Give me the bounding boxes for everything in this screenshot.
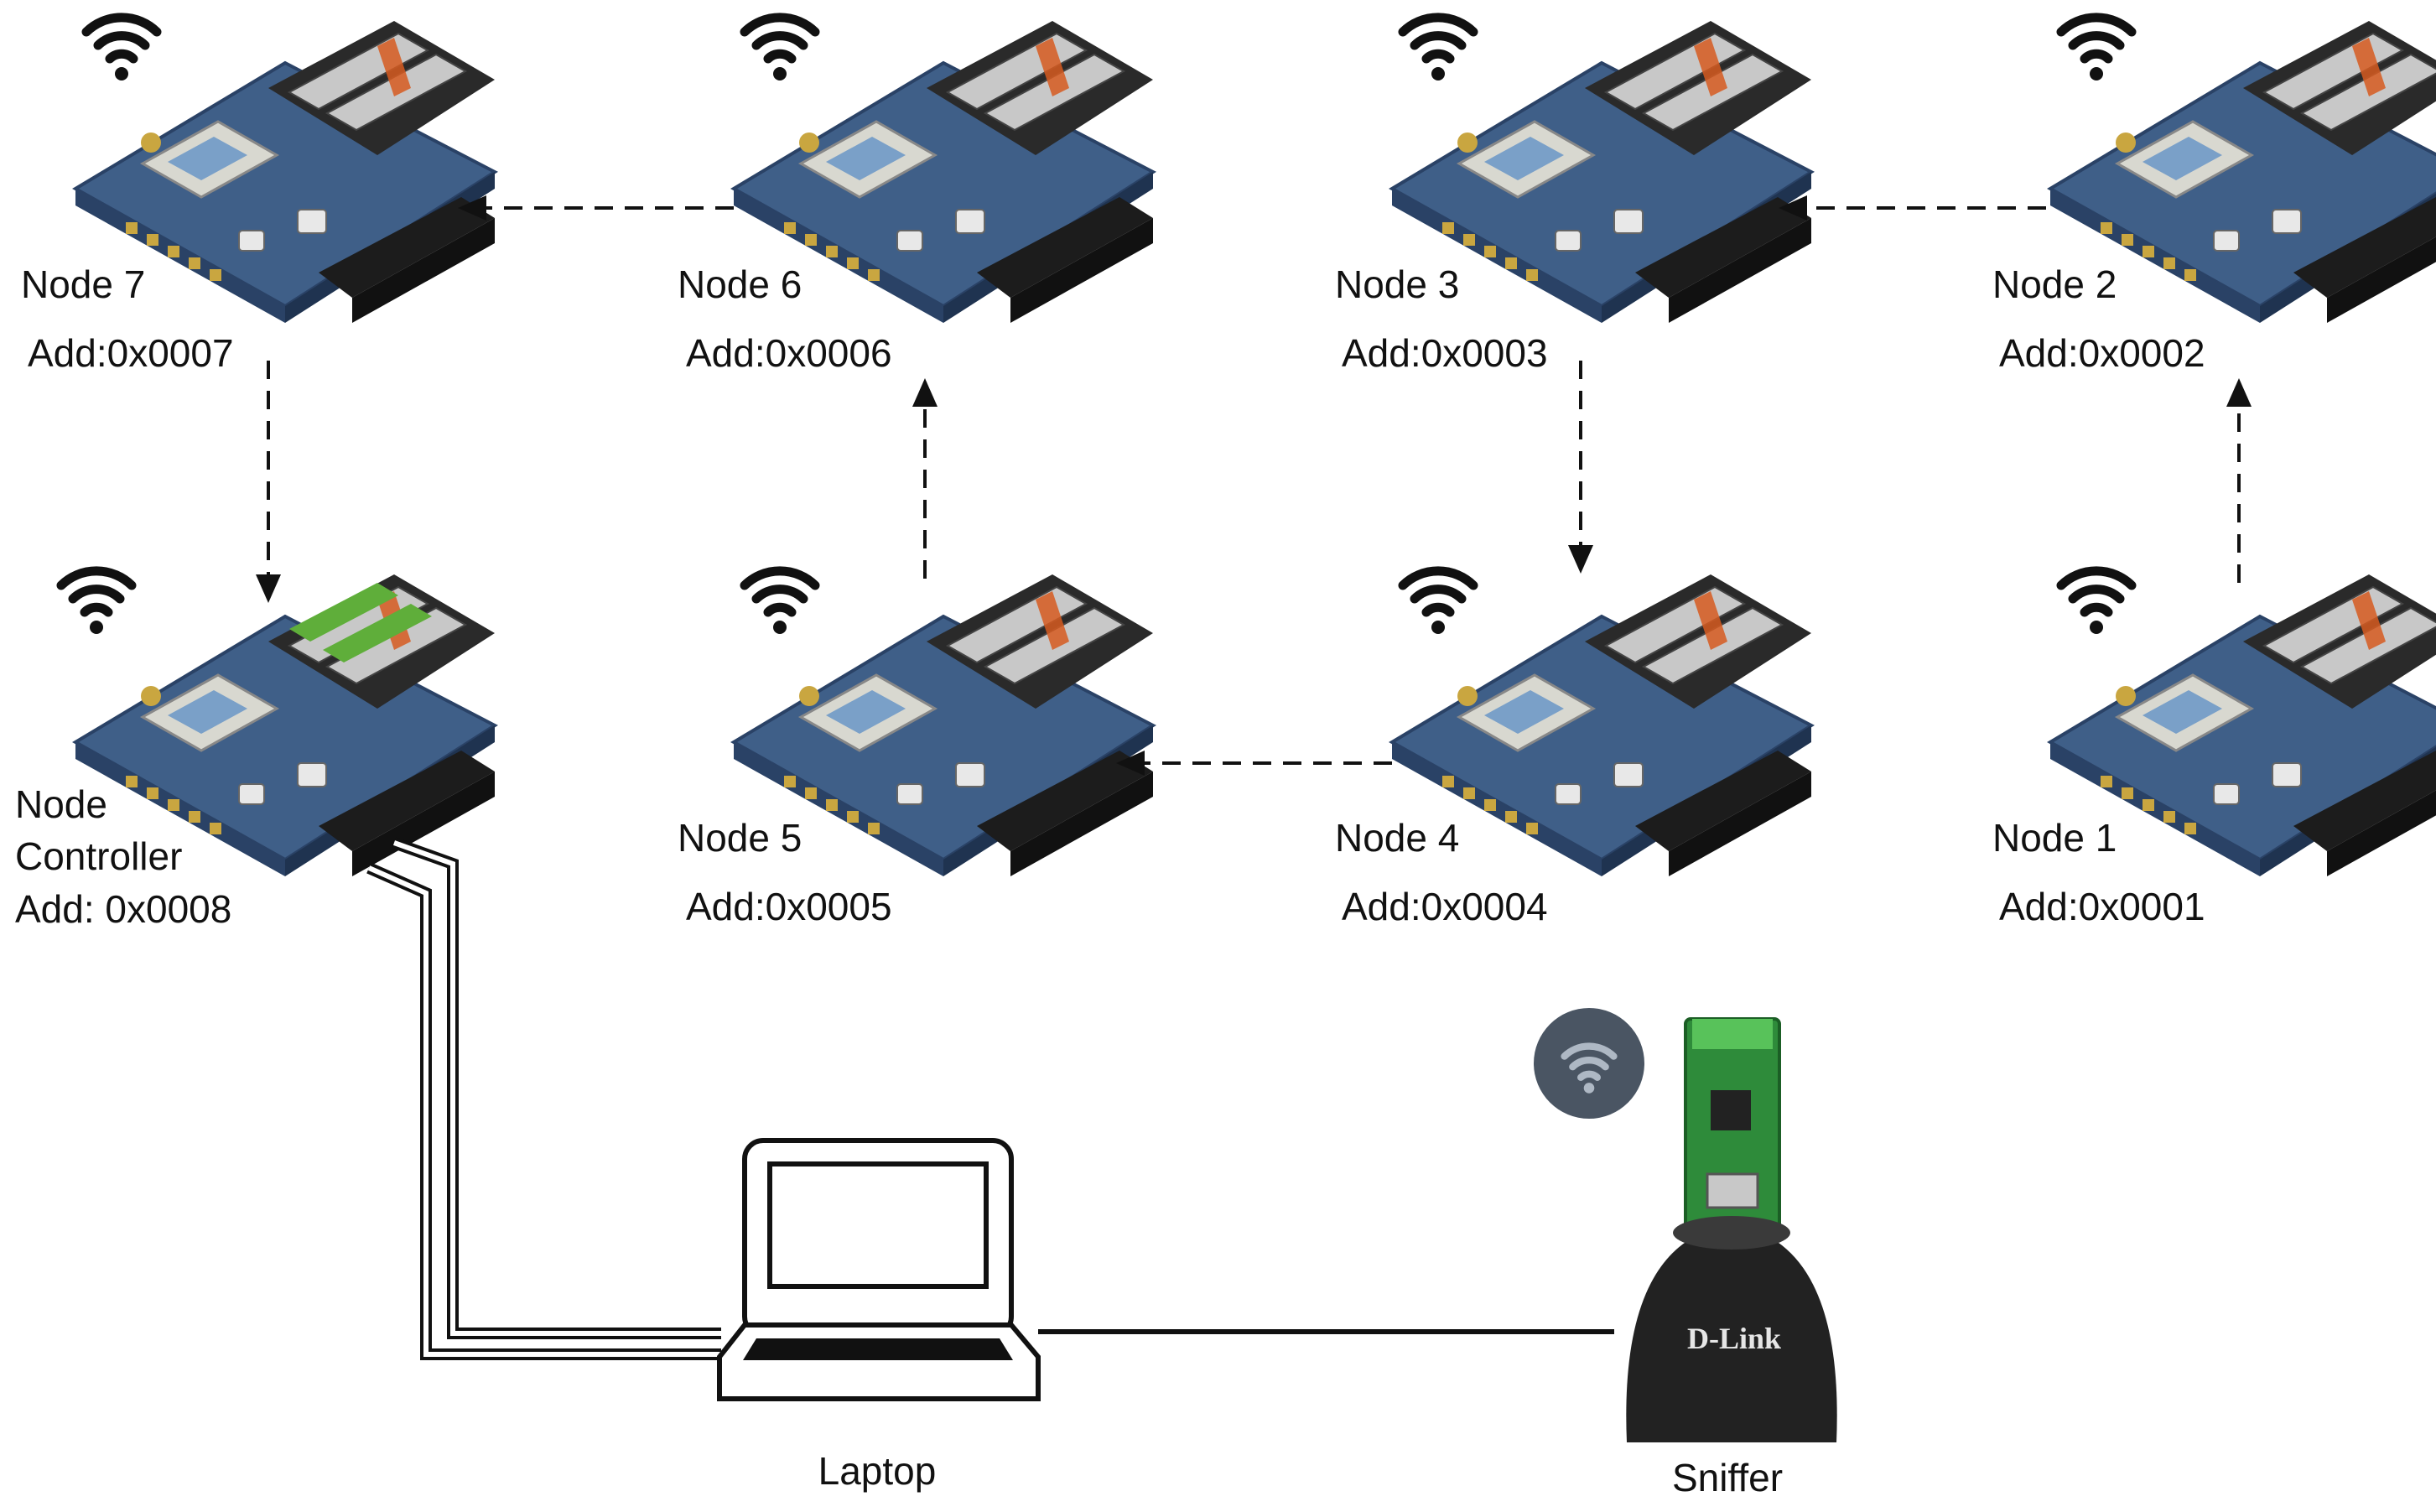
node-7: Node 7 Add:0x0007	[21, 18, 496, 375]
wifi-icon	[1403, 571, 1473, 634]
wifi-icon	[745, 571, 815, 634]
wifi-icon	[2061, 18, 2132, 81]
laptop-icon	[717, 1138, 1041, 1401]
node-label: Node 5	[678, 816, 802, 860]
sensor-board-image	[74, 573, 496, 878]
wifi-icon	[61, 571, 132, 634]
sniffer-brand-logo: D-Link	[1687, 1322, 1781, 1355]
node-label: Node 3	[1335, 262, 1459, 306]
node-address: Add: 0x0008	[15, 887, 231, 931]
node-6: Node 6 Add:0x0006	[678, 18, 1155, 375]
node-4: Node 4 Add:0x0004	[1335, 571, 1813, 928]
node-3: Node 3 Add:0x0003	[1335, 18, 1813, 375]
wifi-icon	[86, 18, 157, 81]
node-2: Node 2 Add:0x0002	[1992, 18, 2436, 375]
wifi-icon	[1403, 18, 1473, 81]
node-controller: Node Controller Add: 0x0008	[15, 571, 496, 931]
node-address: Add:0x0004	[1342, 885, 1548, 928]
cable-controller-to-laptop	[366, 837, 721, 1360]
node-address: Add:0x0007	[28, 331, 234, 375]
node-label: Node 1	[1992, 816, 2117, 860]
wifi-icon	[2061, 571, 2132, 634]
node-label: Node 6	[678, 262, 802, 306]
sniffer-device-image: D-Link	[1534, 1008, 1837, 1442]
wifi-icon	[745, 18, 815, 81]
node-5: Node 5 Add:0x0005	[678, 571, 1155, 928]
laptop-label: Laptop	[818, 1449, 937, 1493]
sniffer-label: Sniffer	[1672, 1456, 1783, 1499]
node-label: Node 4	[1335, 816, 1459, 860]
node-address: Add:0x0006	[686, 331, 892, 375]
node-label-line1: Node	[15, 782, 107, 826]
node-address: Add:0x0005	[686, 885, 892, 928]
node-address: Add:0x0002	[1999, 331, 2205, 375]
node-address: Add:0x0001	[1999, 885, 2205, 928]
node-address: Add:0x0003	[1342, 331, 1548, 375]
node-label-line2: Controller	[15, 834, 182, 878]
node-label: Node 2	[1992, 262, 2117, 306]
node-1: Node 1 Add:0x0001	[1992, 571, 2436, 928]
node-label: Node 7	[21, 262, 145, 306]
